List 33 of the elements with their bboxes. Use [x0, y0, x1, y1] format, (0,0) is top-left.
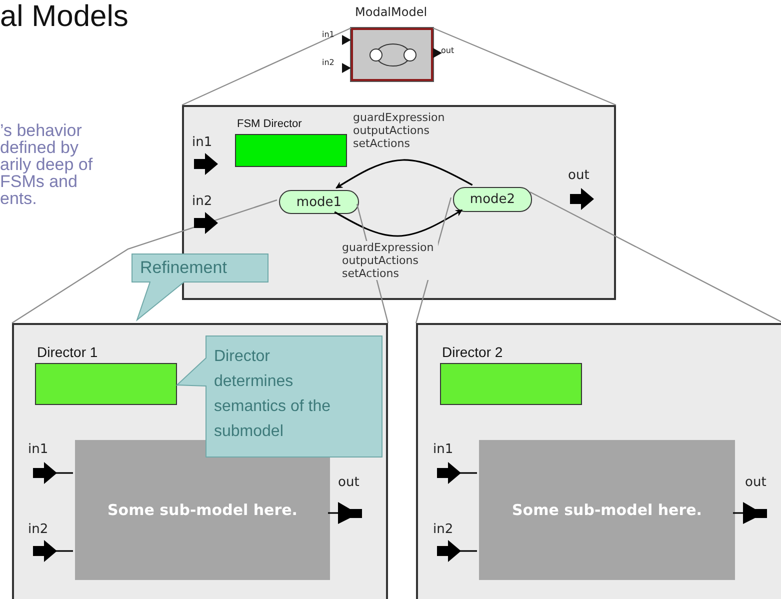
actor-name: ModalModel — [355, 5, 428, 19]
port-name: out — [745, 475, 766, 490]
transition-label: guardExpression outputActions setActions — [342, 241, 438, 280]
callout-bubble: Director determines semantics of the submodel — [177, 336, 382, 457]
submodel-box: Some sub-model here. — [75, 440, 330, 580]
port-name: in1 — [433, 442, 454, 457]
slide-title: al Models — [0, 0, 128, 34]
port-name: out — [568, 168, 590, 183]
zoom-line — [530, 191, 781, 324]
transition-arrow — [336, 159, 473, 189]
director-name: FSM Director — [237, 118, 302, 130]
zoom-line — [12, 199, 278, 324]
director-name: Director 1 — [37, 344, 98, 360]
port-name: in1 — [28, 442, 48, 457]
port-name: out — [441, 46, 454, 55]
transition-arrow — [334, 209, 463, 237]
composite-panel — [416, 323, 781, 599]
port-name: in1 — [192, 135, 212, 150]
port-name: in2 — [192, 194, 212, 209]
port-name: in1 — [322, 30, 334, 39]
port-name: in2 — [322, 58, 334, 67]
zoom-line — [182, 27, 352, 106]
submodel-box: Some sub-model here. — [479, 440, 735, 580]
port-name: in2 — [28, 522, 48, 537]
state-box: mode2 — [453, 187, 532, 212]
callout-bubble: Refinement — [132, 254, 268, 321]
composite-panel — [12, 323, 388, 599]
description-text: ’s behavior defined by arily deep of FSMs and ents. — [0, 122, 94, 207]
zoom-line — [432, 27, 616, 106]
state-box: mode1 — [279, 190, 359, 214]
director-name: Director 2 — [442, 344, 503, 360]
port-name: out — [338, 475, 360, 490]
port-name: in2 — [433, 522, 454, 537]
